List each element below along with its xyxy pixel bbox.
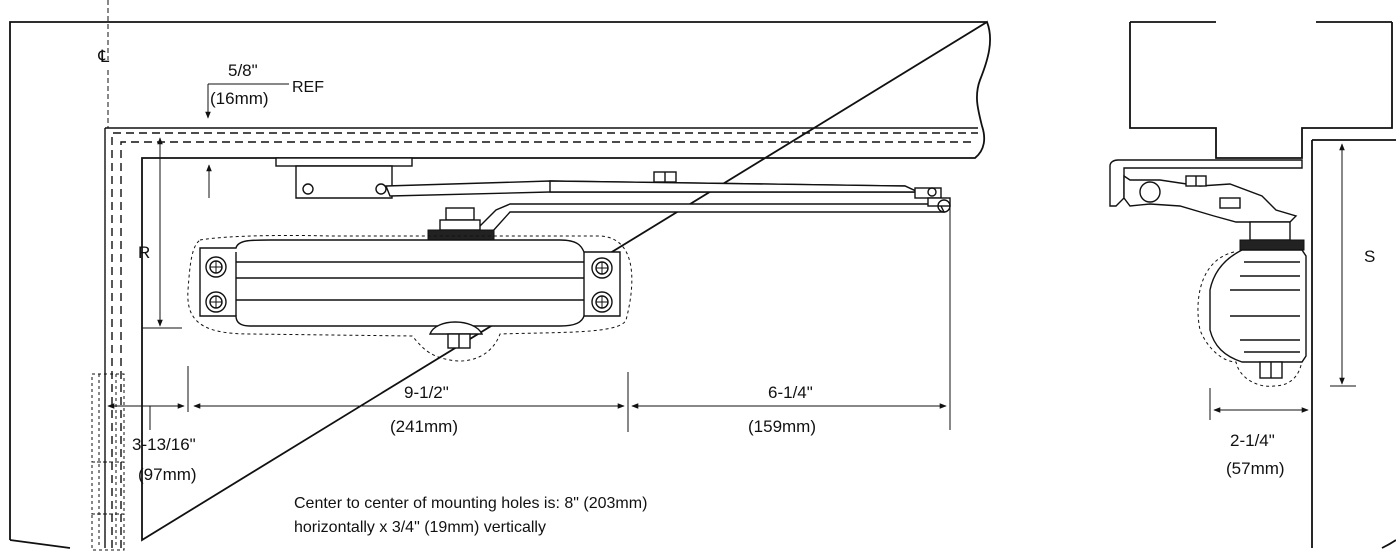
ref-dimension-inches: 5/8" [228, 61, 258, 80]
closer-body [187, 234, 633, 362]
door-frame-outline [9, 20, 991, 542]
r-label: R [138, 243, 150, 262]
ref-tag: REF [292, 79, 324, 96]
mounting-note-line-1: Center to center of mounting holes is: 8… [294, 495, 647, 512]
side-bracket [1109, 159, 1305, 251]
s-dimension: S [1330, 143, 1375, 387]
mounting-note-line-2: horizontally x 3/4" (19mm) vertically [294, 519, 546, 536]
arm-shoe-bracket [275, 157, 413, 199]
dimension-2-1-4-inches: 2-1/4" [1230, 431, 1275, 450]
dimension-97mm: (97mm) [138, 465, 197, 484]
dimension-6-1-4-inches: 6-1/4" [768, 383, 813, 402]
s-label: S [1364, 247, 1375, 266]
mounting-screw-icon [205, 256, 613, 313]
door-edge-profile [1311, 139, 1396, 548]
dimension-241mm: (241mm) [390, 417, 458, 436]
horizontal-dimensions: 9-1/2" (241mm) 6-1/4" (159mm) 3-13/16" (… [107, 206, 951, 484]
header-profile [1129, 21, 1393, 159]
dimension-9-1-2-inches: 9-1/2" [404, 383, 449, 402]
centerline-symbol: ℄ [96, 47, 111, 66]
closer-arms [384, 171, 951, 233]
ref-dimension: 5/8" (16mm) REF [205, 61, 324, 119]
dimension-159mm: (159mm) [748, 417, 816, 436]
ref-dimension-mm: (16mm) [210, 89, 269, 108]
dimension-3-13-16-inches: 3-13/16" [132, 435, 196, 454]
dimension-57mm: (57mm) [1226, 459, 1285, 478]
side-closer-body [1197, 249, 1307, 387]
side-dimension: 2-1/4" (57mm) [1209, 388, 1309, 478]
r-dimension: R [138, 137, 182, 329]
front-view: ℄ 5/8" (16mm) REF R [9, 0, 991, 551]
side-view: S 2-1/4" (57mm) [1109, 21, 1396, 549]
hinge-outline [91, 373, 125, 551]
pinion-nut [427, 207, 495, 241]
door-dashed-outline [111, 132, 978, 548]
